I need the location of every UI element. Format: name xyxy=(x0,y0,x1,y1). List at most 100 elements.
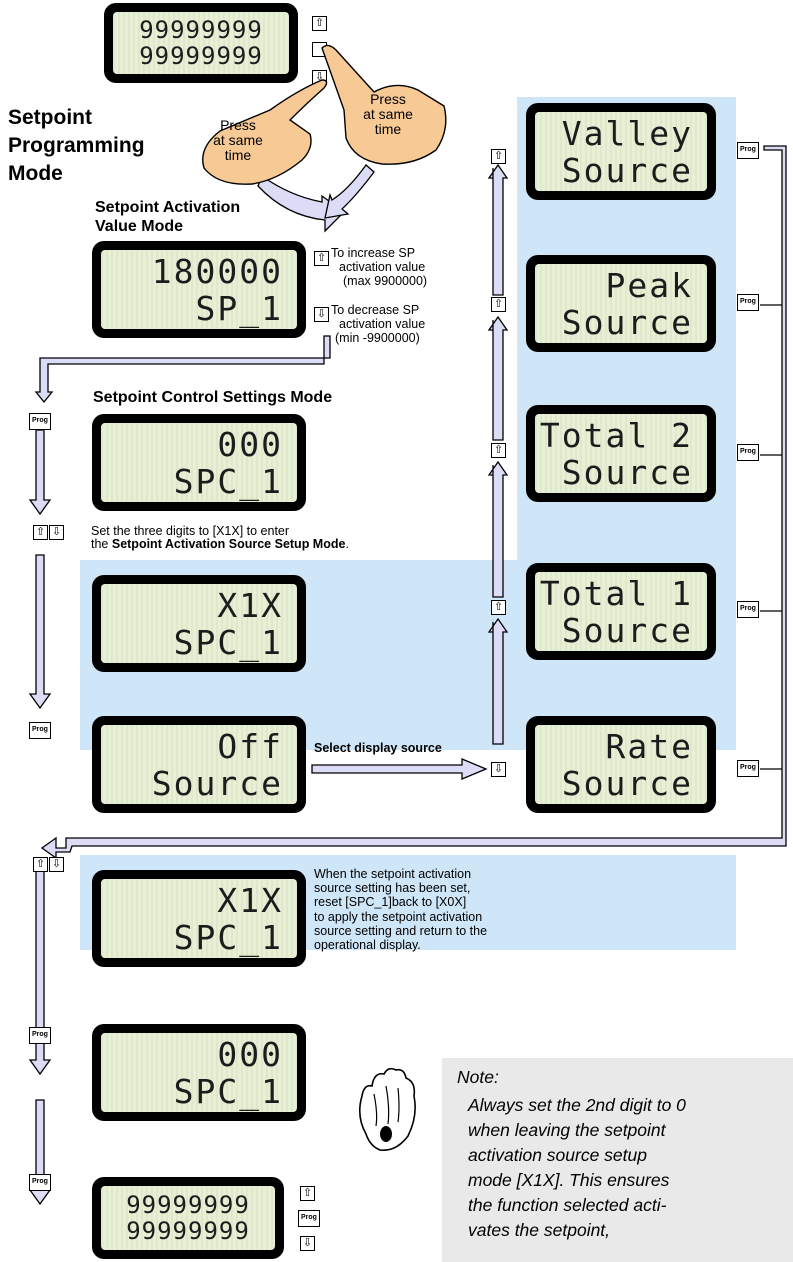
reset-line-6: operational display. xyxy=(314,938,487,952)
note-line-4: mode [X1X]. This ensures xyxy=(468,1168,784,1193)
hand-left-line-2: at same xyxy=(206,133,270,148)
increase-line-3: (max 9900000) xyxy=(331,274,427,288)
hand-right-label: Press at same time xyxy=(352,92,424,137)
display-line-2: Source xyxy=(562,152,693,189)
total-1-source-display: Total 1 Source xyxy=(526,563,716,660)
display-line-1: X1X xyxy=(217,882,283,919)
note-hand-icon xyxy=(352,1064,424,1156)
display-line-1: 000 xyxy=(217,426,283,463)
title-line-1: Setpoint xyxy=(8,104,145,132)
decrease-line-1: To decrease SP xyxy=(331,303,425,317)
spc-display-3: X1X SPC_1 xyxy=(92,870,306,967)
note-line-6: vates the setpoint, xyxy=(468,1218,784,1243)
prog-button-icon[interactable]: Prog xyxy=(29,1174,51,1191)
down-arrow-button-icon[interactable]: ⇩ xyxy=(491,762,506,777)
increase-instruction: To increase SP activation value (max 990… xyxy=(331,246,427,288)
increase-line-1: To increase SP xyxy=(331,246,427,260)
prog-button-icon[interactable]: Prog xyxy=(29,413,51,430)
display-line-2: Source xyxy=(152,765,283,802)
note-line-3: activation source setup xyxy=(468,1143,784,1168)
note-line-5: the function selected acti- xyxy=(468,1193,784,1218)
down-arrow-button-icon[interactable]: ⇩ xyxy=(314,307,329,322)
title-line-2: Programming xyxy=(8,132,145,160)
set-digits-line-2: the Setpoint Activation Source Setup Mod… xyxy=(91,538,349,551)
total-2-source-display: Total 2 Source xyxy=(526,405,716,502)
rate-source-display: Rate Source xyxy=(526,716,716,813)
select-source-label: Select display source xyxy=(314,741,442,755)
display-line-1: Valley xyxy=(562,115,693,152)
top-display: 99999999 99999999 xyxy=(104,3,298,83)
decrease-instruction: To decrease SP activation value (min -99… xyxy=(331,303,425,345)
hand-left-line-1: Press xyxy=(206,118,270,133)
prog-button-icon[interactable]: Prog xyxy=(737,760,759,777)
control-section-heading: Setpoint Control Settings Mode xyxy=(93,389,332,407)
note-body: Always set the 2nd digit to 0 when leavi… xyxy=(468,1093,784,1243)
display-line-1: Off xyxy=(217,728,283,765)
activation-heading-line-2: Value Mode xyxy=(95,217,240,236)
display-line-2: SPC_1 xyxy=(174,624,283,661)
up-arrow-button-icon[interactable]: ⇧ xyxy=(491,443,506,458)
spc-display-4: 000 SPC_1 xyxy=(92,1024,306,1121)
prog-button-icon[interactable]: Prog xyxy=(737,294,759,311)
increase-line-2: activation value xyxy=(331,260,427,274)
spc-display-1: 000 SPC_1 xyxy=(92,414,306,511)
display-line-2: SP_1 xyxy=(196,290,283,327)
prog-button-icon[interactable]: Prog xyxy=(29,722,51,739)
display-line-1: 99999999 xyxy=(139,17,263,43)
spc-display-2: X1X SPC_1 xyxy=(92,575,306,672)
display-line-2: Source xyxy=(562,304,693,341)
down-arrow-button-icon[interactable]: ⇩ xyxy=(49,857,64,872)
valley-source-display: Valley Source xyxy=(526,103,716,200)
prog-button-icon[interactable]: Prog xyxy=(298,1210,320,1227)
display-line-1: Rate xyxy=(606,728,693,765)
activation-heading-line-1: Setpoint Activation xyxy=(95,198,240,217)
display-line-2: SPC_1 xyxy=(174,919,283,956)
up-arrow-button-icon[interactable]: ⇧ xyxy=(491,149,506,164)
prog-button-icon[interactable]: Prog xyxy=(737,444,759,461)
up-arrow-button-icon[interactable]: ⇧ xyxy=(312,16,327,31)
peak-source-display: Peak Source xyxy=(526,255,716,352)
bottom-display: 99999999 99999999 xyxy=(92,1177,284,1259)
up-arrow-button-icon[interactable]: ⇧ xyxy=(300,1186,315,1201)
down-arrow-button-icon[interactable]: ⇩ xyxy=(300,1236,315,1251)
setup-mode-name: Setpoint Activation Source Setup Mode xyxy=(112,537,346,551)
reset-line-1: When the setpoint activation xyxy=(314,867,487,881)
hand-left-label: Press at same time xyxy=(206,118,270,163)
hand-left-line-3: time xyxy=(206,148,270,163)
display-line-1: Total 2 xyxy=(540,417,693,454)
reset-line-2: source setting has been set, xyxy=(314,881,487,895)
prog-button-icon[interactable]: Prog xyxy=(737,601,759,618)
reset-line-3: reset [SPC_1]back to [X0X] xyxy=(314,895,487,909)
note-line-2: when leaving the setpoint xyxy=(468,1118,784,1143)
display-line-1: Total 1 xyxy=(540,575,693,612)
down-arrow-button-icon[interactable]: ⇩ xyxy=(49,525,64,540)
set-digits-suffix: . xyxy=(345,537,348,551)
up-arrow-button-icon[interactable]: ⇧ xyxy=(314,251,329,266)
up-arrow-button-icon[interactable]: ⇧ xyxy=(491,600,506,615)
reset-line-5: source setting and return to the xyxy=(314,924,487,938)
display-line-2: Source xyxy=(562,454,693,491)
display-line-1: Peak xyxy=(606,267,693,304)
reset-instruction: When the setpoint activation source sett… xyxy=(314,867,487,952)
display-line-1: 99999999 xyxy=(126,1192,250,1218)
hand-right-line-1: Press xyxy=(352,92,424,107)
up-arrow-button-icon[interactable]: ⇧ xyxy=(33,857,48,872)
display-line-1: 000 xyxy=(217,1036,283,1073)
up-arrow-button-icon[interactable]: ⇧ xyxy=(491,297,506,312)
up-arrow-button-icon[interactable]: ⇧ xyxy=(33,525,48,540)
note-line-1: Always set the 2nd digit to 0 xyxy=(468,1093,784,1118)
decrease-line-2: activation value xyxy=(331,317,425,331)
display-line-2: 99999999 xyxy=(139,43,263,69)
note-box: Note: Always set the 2nd digit to 0 when… xyxy=(442,1058,793,1262)
prog-button-icon[interactable]: Prog xyxy=(737,142,759,159)
prog-button-icon[interactable]: Prog xyxy=(29,1027,51,1044)
display-line-1: X1X xyxy=(217,587,283,624)
title-line-3: Mode xyxy=(8,160,145,188)
display-line-2: SPC_1 xyxy=(174,463,283,500)
note-title: Note: xyxy=(457,1067,499,1088)
hand-right-line-3: time xyxy=(352,122,424,137)
sp-display: 180000 SP_1 xyxy=(92,241,306,338)
page-title: Setpoint Programming Mode xyxy=(8,104,145,188)
reset-line-4: to apply the setpoint activation xyxy=(314,910,487,924)
decrease-line-3: (min -9900000) xyxy=(331,331,425,345)
